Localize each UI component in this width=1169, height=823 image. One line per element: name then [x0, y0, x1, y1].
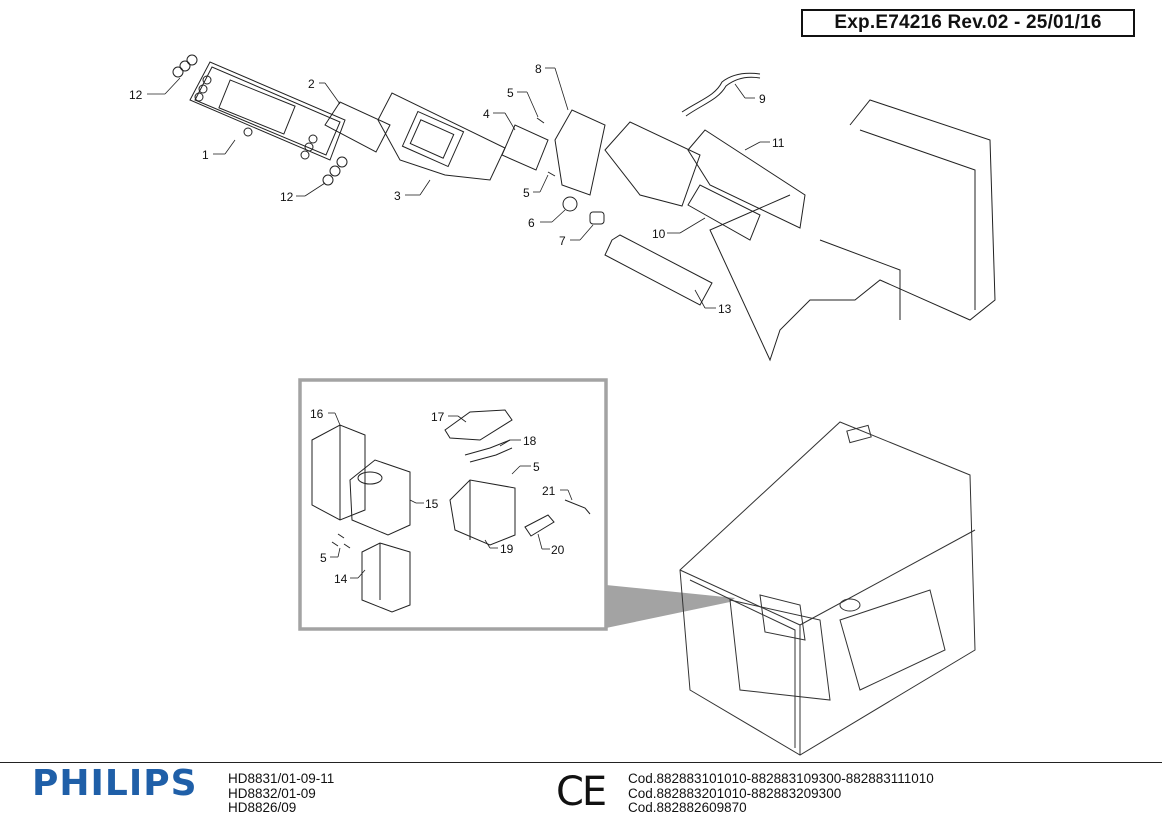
label-13: 13 — [718, 302, 732, 316]
model-line: HD8826/09 — [228, 800, 297, 815]
label-10: 10 — [652, 227, 666, 241]
footer-divider — [0, 762, 1162, 763]
control-board — [604, 121, 701, 207]
cover-part-16 — [311, 424, 366, 521]
label-6: 6 — [528, 216, 535, 230]
display-window-part-2 — [324, 101, 391, 153]
code-list: Cod.882883101010-882883109300-8828831110… — [628, 771, 934, 816]
label-19: 19 — [500, 542, 514, 556]
label-18: 18 — [523, 434, 537, 448]
strip-part-13 — [604, 234, 713, 306]
display-module-part-3 — [377, 92, 506, 181]
label-5-detail-left: 5 — [320, 551, 327, 565]
hopper-part-15 — [349, 459, 411, 536]
container-part-14 — [361, 542, 411, 613]
label-16: 16 — [310, 407, 324, 421]
buttons-part-12-top — [172, 54, 198, 78]
label-12-top: 12 — [129, 88, 143, 102]
machine-body-top — [709, 99, 996, 362]
label-17: 17 — [431, 410, 445, 424]
lid-part-17 — [444, 409, 513, 441]
model-list: HD8831/01-09-11 HD8832/01-09 HD8826/09 — [228, 771, 335, 816]
document-reference: Exp.E74216 Rev.02 - 25/01/16 — [834, 12, 1102, 33]
support-frame-part-11 — [687, 129, 806, 229]
machine-body-bottom — [679, 421, 976, 756]
detail-frame — [298, 378, 735, 631]
rear-board-part-10 — [687, 184, 761, 241]
label-21: 21 — [542, 484, 556, 498]
document-reference-box: Exp.E74216 Rev.02 - 25/01/16 — [801, 9, 1135, 37]
knob-part-6 — [562, 196, 578, 212]
label-2: 2 — [308, 77, 315, 91]
label-7: 7 — [559, 234, 566, 248]
model-line: HD8832/01-09 — [228, 785, 316, 801]
label-5-top: 5 — [507, 86, 514, 100]
screws-part-5-left — [331, 533, 351, 549]
buttons-part-12-bottom — [322, 156, 348, 186]
code-line: Cod.882883201010-882883209300 — [628, 785, 842, 801]
circuit-board-part-4 — [501, 124, 549, 171]
label-4: 4 — [483, 107, 490, 121]
label-1: 1 — [202, 148, 209, 162]
label-15: 15 — [425, 497, 439, 511]
cylinder-part-20 — [524, 514, 555, 537]
cable-part-9 — [681, 72, 761, 113]
front-panel-part-1 — [189, 61, 346, 161]
bracket-part-8 — [554, 109, 606, 196]
label-20: 20 — [551, 543, 565, 557]
label-5-detail-top: 5 — [533, 460, 540, 474]
ce-mark-icon: CE — [556, 769, 607, 815]
label-8: 8 — [535, 62, 542, 76]
label-11: 11 — [772, 136, 785, 150]
philips-logo: PHILIPS — [32, 763, 198, 804]
label-3: 3 — [394, 189, 401, 203]
label-5-lower: 5 — [523, 186, 530, 200]
code-line: Cod.882883101010-882883109300-8828831110… — [628, 771, 934, 786]
bracket-part-19 — [449, 479, 516, 546]
label-9: 9 — [759, 92, 766, 106]
screw-part-5 — [536, 117, 556, 177]
pin-part-21 — [564, 499, 591, 515]
label-12-bottom: 12 — [280, 190, 294, 204]
code-line: Cod.882882609870 — [628, 800, 747, 815]
wire-part-18 — [464, 439, 513, 463]
knob-part-7 — [589, 211, 605, 225]
model-line: HD8831/01-09-11 — [228, 771, 335, 786]
label-14: 14 — [334, 572, 348, 586]
